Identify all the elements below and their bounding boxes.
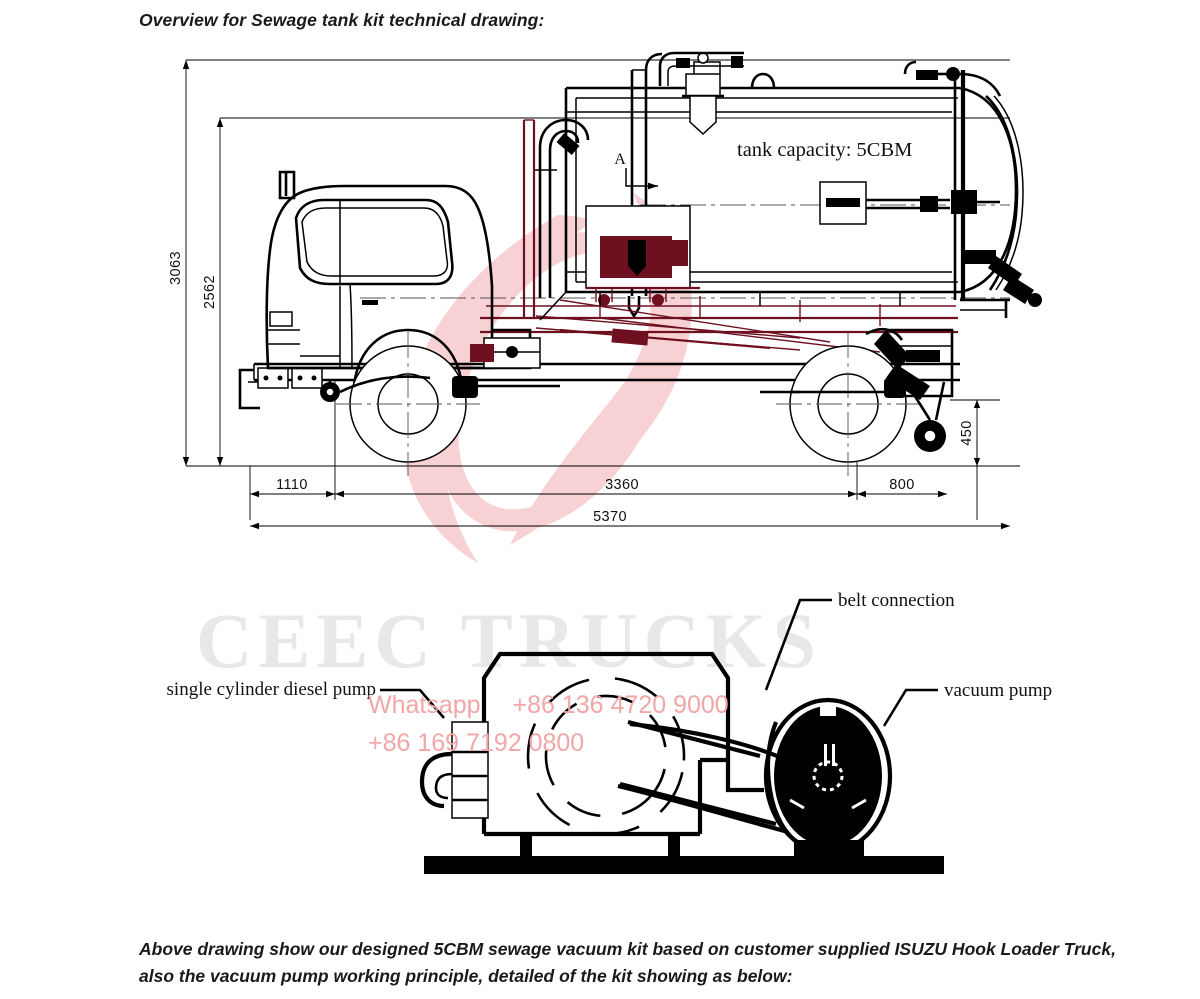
dimension-wheelbase-label: 3360 — [605, 477, 639, 493]
belt-connection — [617, 721, 789, 835]
dimension-roller-height: 450 — [959, 400, 981, 466]
extension-lines — [186, 59, 1020, 520]
front-wheel — [336, 332, 480, 476]
page-title: Overview for Sewage tank kit technical d… — [139, 10, 545, 30]
dimension-total-length-label: 5370 — [593, 509, 627, 525]
section-marker-a-label: A — [614, 151, 626, 168]
engine-legs — [520, 832, 680, 858]
dimension-cab-height: 2562 — [202, 118, 224, 466]
label-diesel-pump: single cylinder diesel pump — [167, 679, 376, 700]
label-belt-connection: belt connection — [838, 590, 955, 611]
vacuum-pump — [763, 697, 893, 860]
pump-labels: single cylinder diesel pump belt connect… — [167, 590, 1052, 727]
dimension-rear-overhang-label: 800 — [889, 477, 914, 493]
dimension-front-overhang-label: 1110 — [276, 477, 308, 493]
dimension-overall-height-label: 3063 — [168, 251, 184, 285]
tank-top-pipework — [658, 51, 744, 86]
label-vacuum-pump: vacuum pump — [944, 680, 1052, 701]
engine-outlet — [725, 760, 764, 793]
dimension-overall-height: 3063 — [168, 60, 190, 466]
tank-manhole — [682, 52, 724, 136]
dimension-chain: 1110 3360 800 5370 — [250, 477, 1010, 530]
page-footer-caption: Above drawing show our designed 5CBM sew… — [139, 939, 1116, 986]
exhaust-elbow — [419, 751, 453, 809]
diesel-engine-body — [481, 651, 777, 837]
rear-hardware — [962, 250, 1042, 307]
tank-capacity-label: tank capacity: 5CBM — [737, 139, 912, 161]
tank-breather — [750, 72, 776, 89]
truck-side-view: 3063 2562 450 1110 — [168, 51, 1042, 530]
tank-top-rear-fittings — [903, 60, 1002, 97]
suction-pipe — [533, 118, 590, 298]
dimension-roller-height-label: 450 — [959, 420, 975, 445]
section-marker-a: A — [614, 151, 658, 190]
pump-assembly-drawing: single cylinder diesel pump belt connect… — [167, 590, 1052, 874]
pump-base-frame — [424, 856, 944, 874]
flywheel-arcs — [526, 676, 686, 836]
rear-platform — [960, 298, 1010, 318]
rear-wheel — [776, 332, 920, 476]
engine-side-box — [451, 721, 489, 819]
rear-hook-mechanism — [865, 327, 954, 452]
tank-discharge-valve — [819, 181, 1000, 225]
dimension-cab-height-label: 2562 — [202, 275, 218, 309]
